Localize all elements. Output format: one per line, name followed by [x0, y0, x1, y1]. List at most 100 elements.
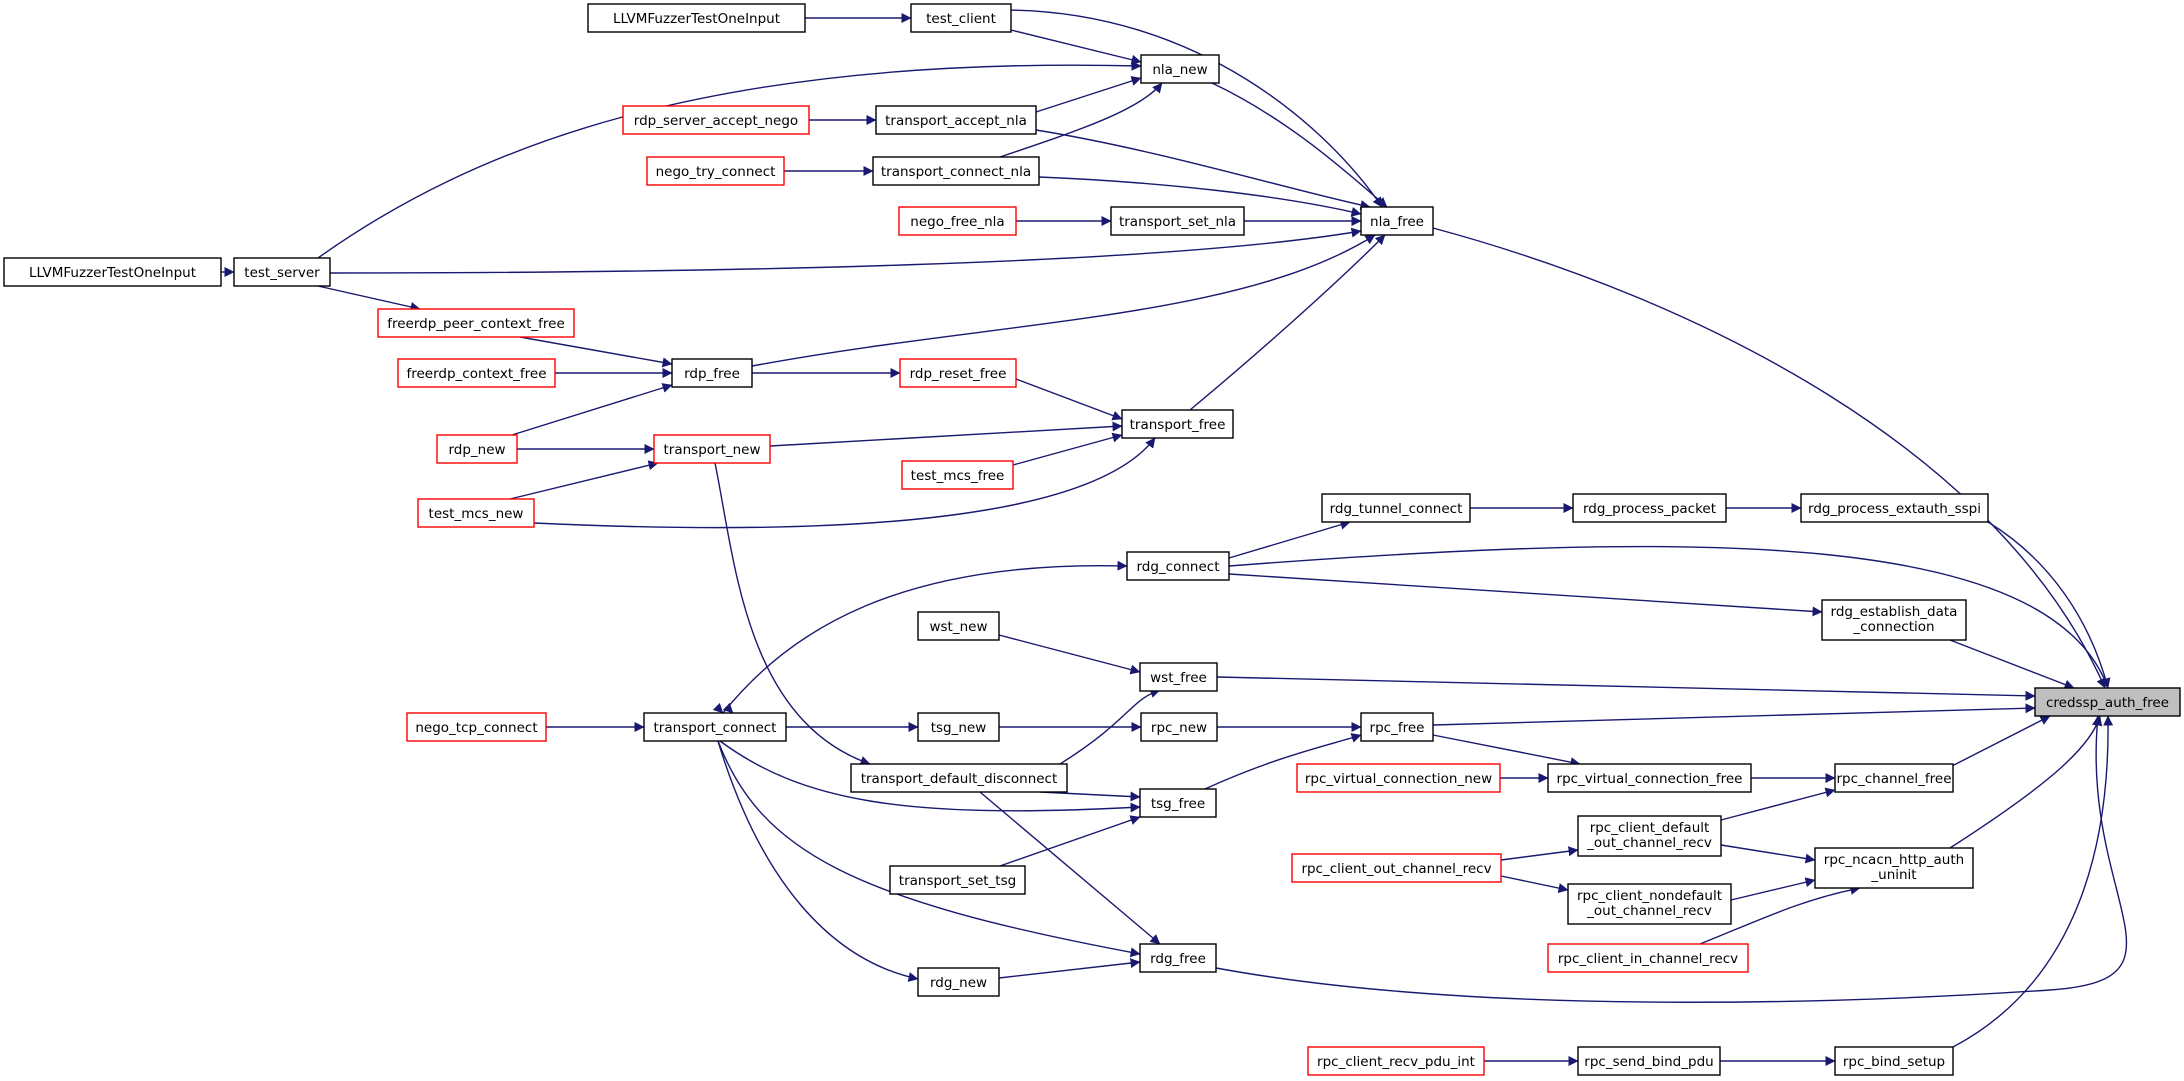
node-box[interactable] — [889, 865, 1026, 895]
node-nla-new[interactable]: nla_new — [1140, 54, 1220, 84]
node-rdp-server-accept-nego[interactable]: rdp_server_accept_nego — [622, 105, 810, 135]
node-rpc-client-in-channel-recv[interactable]: rpc_client_in_channel_recv — [1547, 943, 1749, 973]
node-box[interactable] — [1296, 763, 1501, 793]
node-box[interactable] — [417, 498, 535, 528]
node-box[interactable] — [643, 712, 787, 742]
node-test-mcs-new[interactable]: test_mcs_new — [417, 498, 535, 528]
node-box[interactable] — [1834, 1046, 1954, 1076]
node-box[interactable] — [1126, 551, 1230, 581]
node-box[interactable] — [3, 257, 222, 287]
node-rdp-reset-free[interactable]: rdp_reset_free — [899, 358, 1017, 388]
node-freerdp-context-free[interactable]: freerdp_context_free — [397, 358, 556, 388]
node-box[interactable] — [1140, 54, 1220, 84]
node-box[interactable] — [1572, 493, 1727, 523]
node-box[interactable] — [1800, 493, 1989, 523]
node-freerdp-peer-context-free[interactable]: freerdp_peer_context_free — [377, 308, 575, 338]
node-test-mcs-free[interactable]: test_mcs_free — [901, 460, 1014, 490]
node-transport-set-tsg[interactable]: transport_set_tsg — [889, 865, 1026, 895]
node-box[interactable] — [1291, 853, 1502, 883]
node-transport-free[interactable]: transport_free — [1121, 409, 1234, 439]
node-box[interactable] — [1139, 662, 1218, 692]
node-box[interactable] — [622, 105, 810, 135]
node-rpc-virtual-connection-free[interactable]: rpc_virtual_connection_free — [1547, 763, 1752, 793]
node-test-client[interactable]: test_client — [910, 3, 1012, 33]
node-rdg-new[interactable]: rdg_new — [917, 967, 1000, 997]
node-box[interactable] — [1577, 815, 1722, 857]
node-rdg-process-extauth-sspi[interactable]: rdg_process_extauth_sspi — [1800, 493, 1989, 523]
node-rdg-establish-data-connection[interactable]: rdg_establish_data_connection — [1821, 599, 1967, 641]
node-box[interactable] — [587, 3, 806, 33]
node-credssp-auth-free[interactable]: credssp_auth_free — [2034, 687, 2181, 717]
node-box[interactable] — [850, 763, 1068, 793]
node-rdp-new[interactable]: rdp_new — [436, 434, 518, 464]
node-transport-accept-nla[interactable]: transport_accept_nla — [875, 105, 1037, 135]
node-test-server[interactable]: test_server — [233, 257, 331, 287]
node-rpc-client-default-out-channel-recv[interactable]: rpc_client_default_out_channel_recv — [1577, 815, 1722, 857]
node-box[interactable] — [397, 358, 556, 388]
node-rdp-free[interactable]: rdp_free — [671, 358, 753, 388]
node-transport-connect-nla[interactable]: transport_connect_nla — [872, 156, 1040, 186]
node-box[interactable] — [653, 434, 771, 464]
node-box[interactable] — [917, 712, 1000, 742]
node-rpc-client-nondefault-out-channel-recv[interactable]: rpc_client_nondefault_out_channel_recv — [1567, 883, 1732, 925]
node-rpc-free[interactable]: rpc_free — [1360, 712, 1434, 742]
node-box[interactable] — [1139, 943, 1217, 973]
node-rpc-ncacn-http-auth-uninit[interactable]: rpc_ncacn_http_auth_uninit — [1814, 847, 1974, 889]
node-transport-default-disconnect[interactable]: transport_default_disconnect — [850, 763, 1068, 793]
node-wst-new[interactable]: wst_new — [917, 611, 1000, 641]
node-rdg-connect[interactable]: rdg_connect — [1126, 551, 1230, 581]
node-box[interactable] — [1140, 712, 1218, 742]
node-rpc-client-out-channel-recv[interactable]: rpc_client_out_channel_recv — [1291, 853, 1502, 883]
node-box[interactable] — [2034, 687, 2181, 717]
node-nego-free-nla[interactable]: nego_free_nla — [898, 206, 1017, 236]
node-transport-new[interactable]: transport_new — [653, 434, 771, 464]
node-box[interactable] — [1814, 847, 1974, 889]
node-transport-connect[interactable]: transport_connect — [643, 712, 787, 742]
node-tsg-new[interactable]: tsg_new — [917, 712, 1000, 742]
node-box[interactable] — [1834, 763, 1954, 793]
node-box[interactable] — [1567, 883, 1732, 925]
node-box[interactable] — [1139, 788, 1217, 818]
node-box[interactable] — [917, 611, 1000, 641]
node-nla-free[interactable]: nla_free — [1360, 206, 1434, 236]
node-rpc-send-bind-pdu[interactable]: rpc_send_bind_pdu — [1577, 1046, 1721, 1076]
node-box[interactable] — [646, 156, 785, 186]
node-llvm-server[interactable]: LLVMFuzzerTestOneInput — [3, 257, 222, 287]
node-rpc-virtual-connection-new[interactable]: rpc_virtual_connection_new — [1296, 763, 1501, 793]
node-box[interactable] — [1307, 1046, 1485, 1076]
node-box[interactable] — [875, 105, 1037, 135]
node-box[interactable] — [1121, 409, 1234, 439]
node-box[interactable] — [899, 358, 1017, 388]
node-box[interactable] — [1577, 1046, 1721, 1076]
node-box[interactable] — [671, 358, 753, 388]
node-rdg-free[interactable]: rdg_free — [1139, 943, 1217, 973]
node-box[interactable] — [872, 156, 1040, 186]
node-box[interactable] — [1360, 206, 1434, 236]
node-box[interactable] — [901, 460, 1014, 490]
node-rpc-bind-setup[interactable]: rpc_bind_setup — [1834, 1046, 1954, 1076]
node-rdg-tunnel-connect[interactable]: rdg_tunnel_connect — [1321, 493, 1471, 523]
node-box[interactable] — [1360, 712, 1434, 742]
node-rpc-new[interactable]: rpc_new — [1140, 712, 1218, 742]
node-box[interactable] — [1321, 493, 1471, 523]
node-rdg-process-packet[interactable]: rdg_process_packet — [1572, 493, 1727, 523]
node-box[interactable] — [898, 206, 1017, 236]
node-box[interactable] — [377, 308, 575, 338]
node-nego-try-connect[interactable]: nego_try_connect — [646, 156, 785, 186]
node-box[interactable] — [233, 257, 331, 287]
node-nego-tcp-connect[interactable]: nego_tcp_connect — [406, 712, 547, 742]
node-box[interactable] — [1821, 599, 1967, 641]
node-transport-set-nla[interactable]: transport_set_nla — [1110, 206, 1245, 236]
node-rpc-client-recv-pdu-int[interactable]: rpc_client_recv_pdu_int — [1307, 1046, 1485, 1076]
node-wst-free[interactable]: wst_free — [1139, 662, 1218, 692]
node-box[interactable] — [1547, 943, 1749, 973]
node-box[interactable] — [910, 3, 1012, 33]
node-box[interactable] — [917, 967, 1000, 997]
node-rpc-channel-free[interactable]: rpc_channel_free — [1834, 763, 1954, 793]
node-box[interactable] — [436, 434, 518, 464]
node-box[interactable] — [406, 712, 547, 742]
node-box[interactable] — [1110, 206, 1245, 236]
node-tsg-free[interactable]: tsg_free — [1139, 788, 1217, 818]
node-llvm-client[interactable]: LLVMFuzzerTestOneInput — [587, 3, 806, 33]
node-box[interactable] — [1547, 763, 1752, 793]
